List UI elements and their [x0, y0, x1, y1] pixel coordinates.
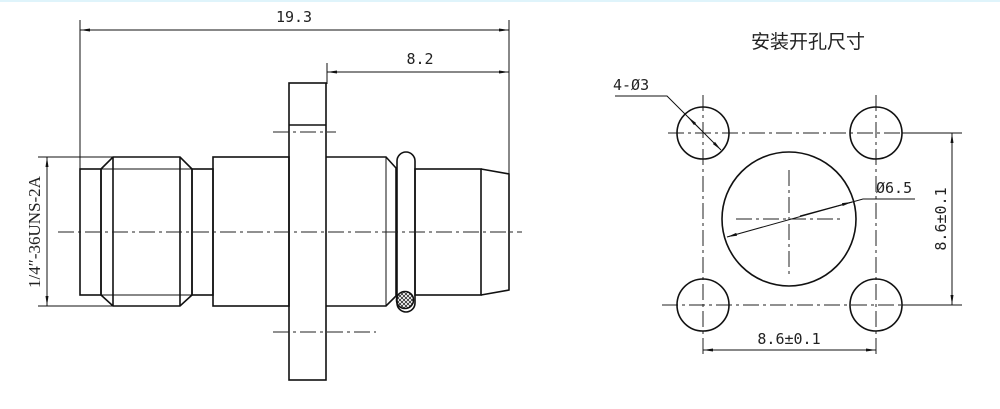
top-border: [0, 0, 1000, 2]
o-ring-section: [395, 290, 415, 310]
dimension-vertical-spacing: 8.6±0.1: [902, 132, 962, 306]
thread-spec-label: 1/4″-36UNS-2A: [25, 175, 44, 288]
hole-callout-label: 4-Ø3: [613, 76, 649, 94]
vertical-spacing-label: 8.6±0.1: [932, 187, 950, 250]
center-hole: [721, 151, 857, 287]
dimension-horizontal-spacing: 8.6±0.1: [703, 330, 876, 352]
center-hole-label: Ø6.5: [876, 179, 912, 197]
center-hole-callout: Ø6.5: [726, 179, 915, 238]
dimension-overall-length: 19.3: [79, 8, 510, 175]
cutout-title: 安装开孔尺寸: [751, 31, 865, 53]
overall-length-label: 19.3: [276, 8, 312, 26]
dimension-thread: 1/4″-36UNS-2A: [25, 156, 113, 307]
mounting-hole: [676, 278, 730, 332]
flange-to-end-label: 8.2: [406, 50, 433, 68]
mounting-cutout: 安装开孔尺寸 4-Ø3 Ø6.5 8.6±0.1: [613, 31, 962, 358]
dimension-flange-to-end: 8.2: [326, 50, 509, 84]
mounting-hole: [676, 106, 730, 160]
horizontal-spacing-label: 8.6±0.1: [757, 330, 820, 348]
hole-callout: 4-Ø3: [613, 76, 722, 151]
side-view: 19.3 8.2 1/4″-36UNS-2A: [25, 8, 522, 381]
